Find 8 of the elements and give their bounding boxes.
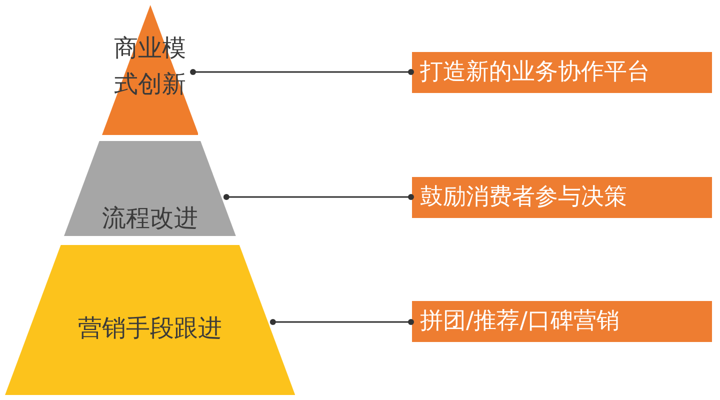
description-box: 拼团/推荐/口碑营销 xyxy=(412,301,712,342)
connector-line xyxy=(190,69,414,75)
description-box: 鼓励消费者参与决策 xyxy=(412,177,712,218)
description-box: 打造新的业务协作平台 xyxy=(412,52,712,93)
connector-line xyxy=(270,319,414,325)
tier-label: 流程改进 xyxy=(100,203,199,234)
tier-label: 营销手段跟进 xyxy=(76,313,223,344)
connector-line xyxy=(223,194,414,200)
